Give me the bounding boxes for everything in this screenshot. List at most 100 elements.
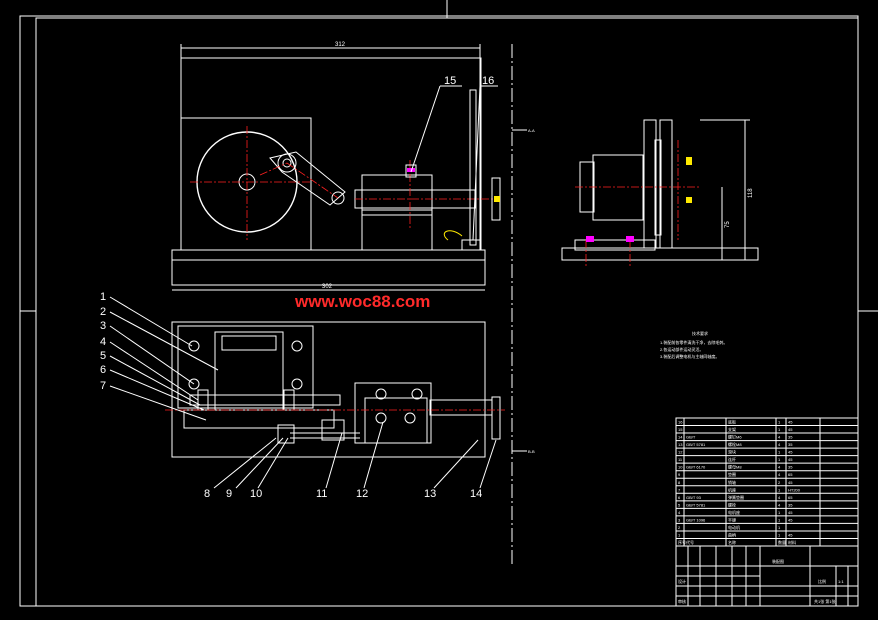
callout-4: 4 xyxy=(100,336,106,348)
callout-14: 14 xyxy=(470,488,482,500)
bom-cell-no: 序号 xyxy=(678,539,686,545)
front-view: 312 302 xyxy=(171,42,501,291)
title-scale-value: 1:1 xyxy=(838,579,844,584)
callout-1: 1 xyxy=(100,291,106,303)
callout-6: 6 xyxy=(100,364,106,376)
bom-cell-qty: 1 xyxy=(778,525,781,530)
bom-cell-name: 弹簧垫圈 xyxy=(728,494,744,500)
bom-cell-mat: 45 xyxy=(788,457,793,462)
bom-cell-qty: 1 xyxy=(778,510,781,515)
bom-cell-name: 垫圈 xyxy=(728,471,736,477)
bom-cell-qty: 4 xyxy=(778,472,781,477)
bom-cell-mat: 45 xyxy=(788,517,793,522)
callout-10: 10 xyxy=(250,488,262,500)
callout-8: 8 xyxy=(204,488,210,500)
callout-15: 15 xyxy=(444,75,456,87)
title-designer: 设计 xyxy=(678,578,686,584)
bom-cell-mat: 35 xyxy=(788,435,793,440)
bom-cell-no: 11 xyxy=(678,457,683,462)
bom-cell-mat: 35 xyxy=(788,465,793,470)
callout-5: 5 xyxy=(100,350,106,362)
bom-cell-name: 平键 xyxy=(728,516,736,522)
bom-cell-name: 支架 xyxy=(728,426,736,432)
bom-cell-mat: 45 xyxy=(788,510,793,515)
notes-line-2: 2.各运动部件运动灵活。 xyxy=(660,346,703,352)
top-view xyxy=(165,321,505,458)
bom-cell-name: 名称 xyxy=(728,539,736,545)
bom-cell-qty: 4 xyxy=(778,495,781,500)
bom-cell-qty: 1 xyxy=(778,517,781,522)
callouts-bottom: 8 9 10 11 12 13 14 xyxy=(204,421,497,500)
bom-cell-no: 3 xyxy=(678,517,681,522)
bom-cell-name: 螺母M8 xyxy=(728,464,742,470)
bom-cell-qty: 数量 xyxy=(778,539,786,545)
bom-cell-qty: 4 xyxy=(778,442,781,447)
bom-cell-qty: 1 xyxy=(778,532,781,537)
bom-cell-no: 12 xyxy=(678,450,683,455)
bom-cell-no: 10 xyxy=(678,465,683,470)
section-label-bottom: B-B xyxy=(528,449,535,454)
callout-2: 2 xyxy=(100,306,106,318)
title-block: 装配图 比例 1:1 共1张 第1张 设计 审核 xyxy=(675,545,859,607)
callout-11: 11 xyxy=(316,488,327,500)
bom-cell-qty: 4 xyxy=(778,435,781,440)
bom-cell-qty: 1 xyxy=(778,450,781,455)
callouts-left: 1 2 3 4 5 6 7 xyxy=(100,291,219,421)
bom-cell-code: GB/T xyxy=(686,435,696,440)
bom-cell-mat: 材料 xyxy=(788,539,796,545)
technical-notes: 技术要求 1.装配前各零件清洗干净，去除毛刺。 2.各运动部件运动灵活。 3.装… xyxy=(660,330,727,359)
bom-cell-no: 7 xyxy=(678,487,681,492)
bom-cell-code: GB/T 6170 xyxy=(686,465,706,470)
callout-7: 7 xyxy=(100,380,106,392)
connecting-rod xyxy=(269,151,346,206)
bom-cell-mat: 45 xyxy=(788,532,793,537)
bom-cell-qty: 1 xyxy=(778,427,781,432)
bom-cell-qty: 2 xyxy=(778,480,781,485)
bom-cell-name: 螺栓M8 xyxy=(728,441,742,447)
bom-cell-code: GB/T 5781 xyxy=(686,502,706,507)
bom-cell-name: 电动机 xyxy=(728,524,740,530)
bom-cell-qty: 1 xyxy=(778,457,781,462)
bom-cell-mat: 45 xyxy=(788,480,793,485)
dim-side-axis: 75 xyxy=(725,221,731,228)
bom-cell-qty: 1 xyxy=(778,487,781,492)
callout-16: 16 xyxy=(482,75,494,87)
notes-heading: 技术要求 xyxy=(692,330,708,336)
callout-13: 13 xyxy=(424,488,436,500)
bom-cell-no: 5 xyxy=(678,502,681,507)
notes-line-3: 3.装配后调整电机与主轴同轴度。 xyxy=(660,353,719,359)
bom-cell-name: 螺钉M6 xyxy=(728,434,742,440)
bom-cell-no: 6 xyxy=(678,495,681,500)
bom-cell-no: 2 xyxy=(678,525,681,530)
title-drawing-name: 装配图 xyxy=(772,558,784,564)
bom-cell-no: 14 xyxy=(678,435,683,440)
bom-cell-mat: 45 xyxy=(788,420,793,425)
bom-cell-code: GB/T 1096 xyxy=(686,517,706,522)
bom-cell-code: GB/T 5781 xyxy=(686,442,706,447)
bom-cell-mat: 45 xyxy=(788,450,793,455)
bom-cell-no: 16 xyxy=(678,420,683,425)
bom-cell-no: 13 xyxy=(678,442,683,447)
dim-base-width: 302 xyxy=(322,284,333,290)
bom-cell-mat: 35 xyxy=(788,442,793,447)
bom-cell-no: 15 xyxy=(678,427,683,432)
dim-top-width: 312 xyxy=(335,42,346,48)
bom-cell-name: 曲柄 xyxy=(728,531,736,537)
bom-cell-name: 电机座 xyxy=(728,509,740,515)
dim-side-height: 118 xyxy=(748,188,754,198)
bom-cell-name: 机座 xyxy=(728,486,736,492)
bom-cell-no: 8 xyxy=(678,480,681,485)
bom-cell-qty: 4 xyxy=(778,502,781,507)
side-view: 118 75 xyxy=(561,119,759,266)
bom-cell-name: 滑块 xyxy=(728,449,736,455)
title-sheet: 共1张 第1张 xyxy=(814,598,836,604)
notes-line-1: 1.装配前各零件清洗干净，去除毛刺。 xyxy=(660,339,727,345)
section-label-top: A-A xyxy=(528,128,535,133)
bom-cell-mat: HT200 xyxy=(788,487,801,492)
bom-cell-code: GB/T 93 xyxy=(686,495,702,500)
bom-cell-name: 底板 xyxy=(728,419,736,425)
callout-12: 12 xyxy=(356,488,368,500)
bom-cell-name: 连杆 xyxy=(728,456,736,462)
bom-cell-no: 9 xyxy=(678,472,681,477)
